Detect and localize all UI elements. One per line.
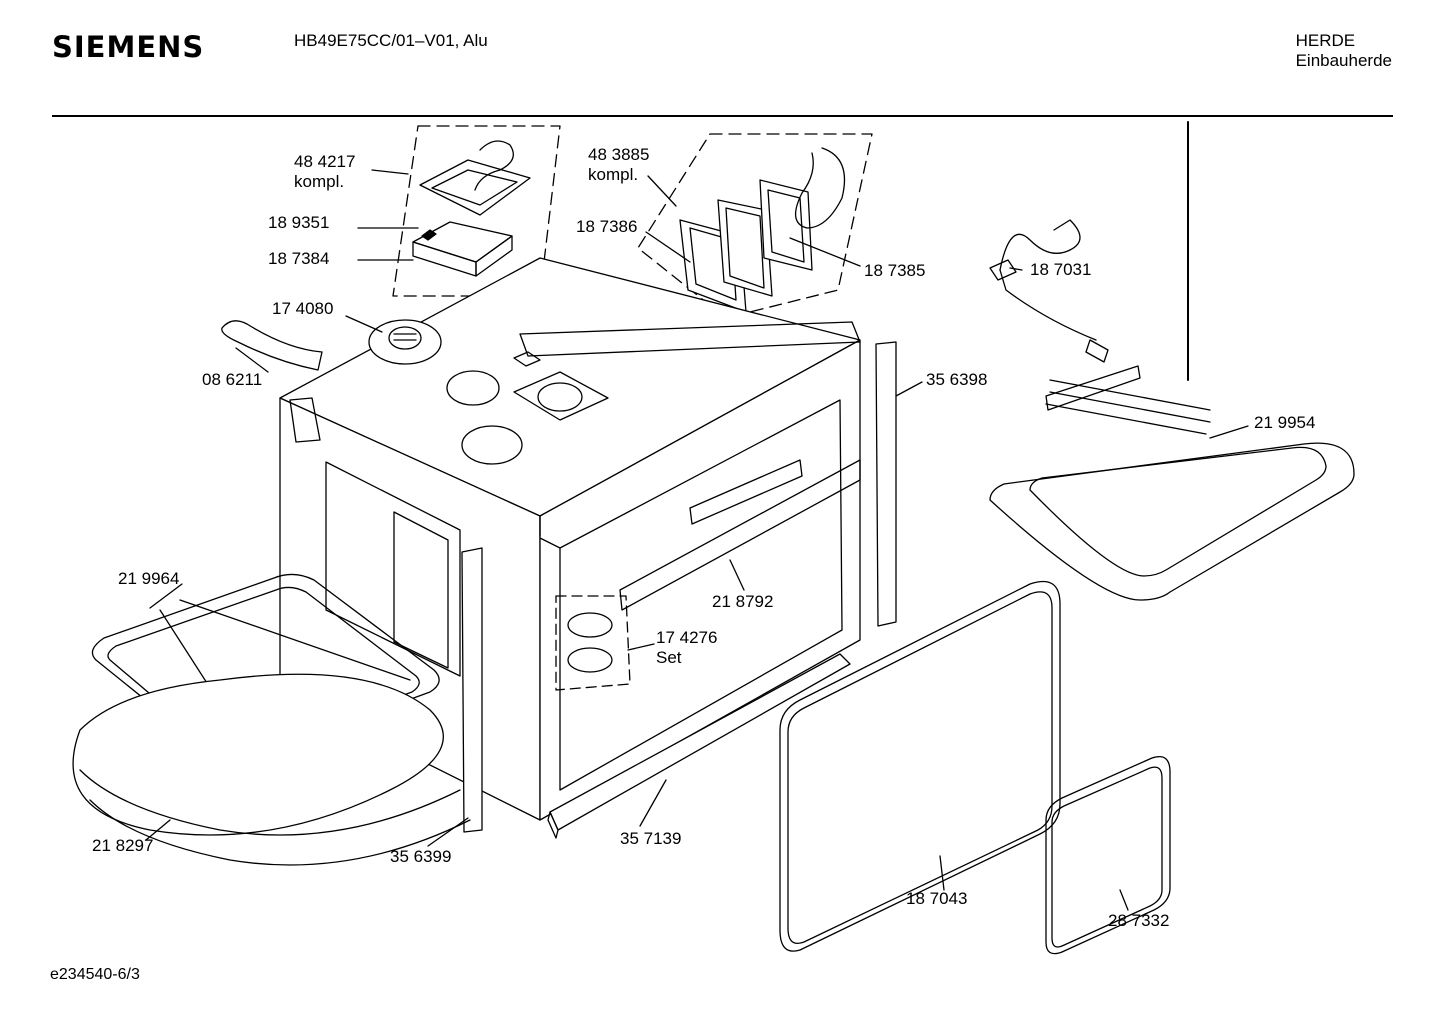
side-rail-left xyxy=(461,547,483,833)
brand-logo: SIEMENS xyxy=(52,30,205,64)
part-note: kompl. xyxy=(294,172,345,191)
model-number: HB49E75CC/01–V01, Alu xyxy=(294,31,488,50)
right-heating-element xyxy=(989,365,1355,601)
part-label-356399: 35 6399 xyxy=(390,847,452,866)
door-gasket xyxy=(779,580,1061,952)
part-label-174276: 17 4276 Set xyxy=(656,628,717,668)
leader-lines xyxy=(145,169,1249,911)
part-label-086211: 08 6211 xyxy=(202,370,263,389)
part-label-187384: 18 7384 xyxy=(268,249,330,268)
part-label-218297: 21 8297 xyxy=(92,836,154,855)
side-rail-right xyxy=(875,341,897,627)
lamp-frames-group xyxy=(679,147,846,313)
lamp-cover-group xyxy=(412,140,531,277)
part-label-218792: 21 8792 xyxy=(712,592,774,611)
part-number: 17 4276 xyxy=(656,628,718,647)
part-label-484217: 48 4217 kompl. xyxy=(294,152,355,192)
part-label-356398: 35 6398 xyxy=(926,370,988,389)
part-label-187043: 18 7043 xyxy=(906,889,968,908)
hose xyxy=(221,320,323,371)
part-label-483885: 48 3885 kompl. xyxy=(588,145,649,185)
part-label-219964: 21 9964 xyxy=(118,569,180,588)
category-line-1: HERDE xyxy=(1295,31,1356,50)
part-label-187385: 18 7385 xyxy=(864,261,926,280)
part-label-189351: 18 9351 xyxy=(268,213,330,232)
part-label-187386: 18 7386 xyxy=(576,217,638,236)
part-number: 48 4217 xyxy=(294,152,356,171)
lamp-group-2-box xyxy=(637,133,873,319)
small-gasket xyxy=(1045,755,1171,955)
motor-set-box xyxy=(555,595,631,691)
part-label-287332: 28 7332 xyxy=(1108,911,1170,930)
part-label-174080: 17 4080 xyxy=(272,299,334,318)
part-note: kompl. xyxy=(588,165,639,184)
part-label-187031: 18 7031 xyxy=(1030,260,1092,279)
part-label-219954: 21 9954 xyxy=(1254,413,1316,432)
category: HERDE Einbauherde xyxy=(1296,31,1392,71)
drawing-id: e234540-6/3 xyxy=(50,966,140,983)
category-line-2: Einbauherde xyxy=(1295,51,1392,70)
part-number: 48 3885 xyxy=(588,145,650,164)
tray-seal xyxy=(72,673,471,866)
header-rule xyxy=(52,115,1393,117)
fan-cover xyxy=(368,319,442,365)
temperature-sensor xyxy=(989,219,1109,363)
part-label-357139: 35 7139 xyxy=(620,829,682,848)
part-note: Set xyxy=(656,648,682,667)
